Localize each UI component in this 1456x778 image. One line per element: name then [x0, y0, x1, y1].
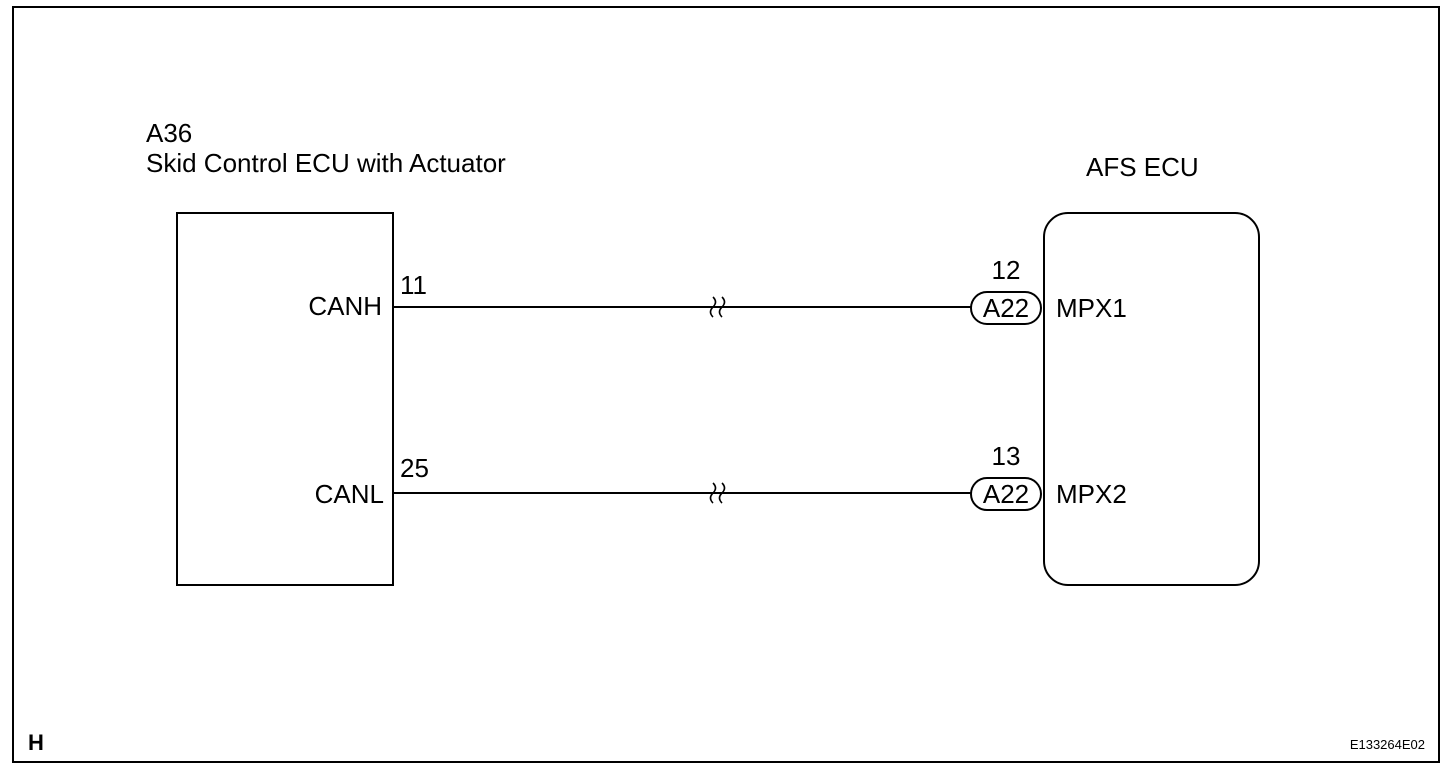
left-component-code: A36: [146, 118, 192, 148]
left-pin-number-25: 25: [400, 453, 429, 483]
wire-break-symbol-bottom: [709, 482, 726, 504]
left-component-name: Skid Control ECU with Actuator: [146, 148, 506, 178]
right-terminal-mpx1: MPX1: [1056, 293, 1127, 323]
corner-letter: H: [28, 730, 44, 755]
left-component-box: [176, 212, 394, 586]
right-pin-number-13: 13: [992, 441, 1021, 471]
connector-a22-label-bottom: A22: [983, 479, 1029, 509]
figure-code: E133264E02: [1350, 737, 1425, 752]
connector-a22-label-top: A22: [983, 293, 1029, 323]
right-component-name: AFS ECU: [1086, 152, 1199, 182]
left-terminal-canh: CANH: [308, 291, 382, 321]
right-pin-number-12: 12: [992, 255, 1021, 285]
left-terminal-canl: CANL: [315, 479, 384, 509]
diagram-frame: [12, 6, 1440, 763]
wire-break-symbol-top: [709, 296, 726, 318]
right-terminal-mpx2: MPX2: [1056, 479, 1127, 509]
right-component-box: [1043, 212, 1260, 586]
left-pin-number-11: 11: [400, 270, 427, 300]
